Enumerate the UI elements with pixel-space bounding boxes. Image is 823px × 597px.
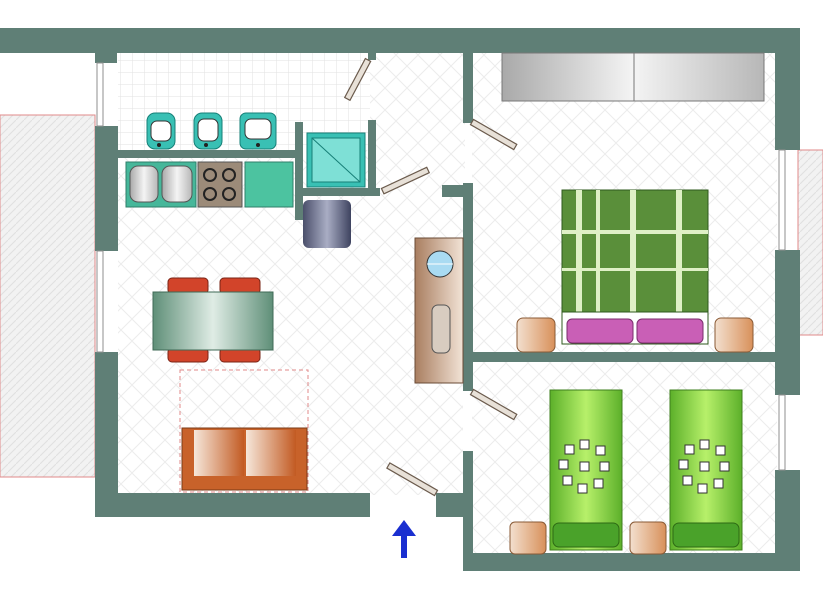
living-sofa: [179, 369, 309, 493]
door-swing-icon: [469, 118, 518, 151]
dining: [152, 277, 274, 363]
hall-seat: [431, 304, 451, 354]
wall-bottom-right: [463, 553, 800, 571]
wall-bottom-left: [95, 493, 370, 517]
dining-table: [152, 291, 274, 351]
terrace-right: [797, 149, 823, 336]
kitchen-counter-wall: [118, 150, 296, 158]
wall-bath-bottom: [295, 188, 380, 196]
bathroom: [303, 132, 366, 248]
stove: [197, 161, 243, 208]
washing-machine: [303, 200, 351, 248]
flower-pattern-icon: [678, 439, 730, 494]
wall-right-mid: [775, 250, 800, 395]
twin-bedroom: [509, 389, 743, 555]
entrance-arrow-icon: [392, 520, 416, 558]
nightstand-left: [516, 317, 556, 353]
washbasin-row: [146, 112, 277, 150]
wall-top: [0, 28, 800, 53]
window-left-mid: [96, 250, 104, 353]
nightstand-twin-left: [509, 521, 547, 555]
rug-outline: [179, 369, 309, 493]
window-right-lower: [778, 394, 786, 471]
door-swing-icon: [386, 462, 439, 497]
door-swing-icon: [343, 57, 372, 102]
kitchen-sink: [125, 161, 197, 208]
nightstand-right: [714, 317, 754, 353]
hallway-floor: [370, 52, 465, 202]
master-bedroom: [501, 52, 765, 353]
kitchen: [125, 112, 294, 208]
walls: [0, 28, 800, 571]
flower-pattern-icon: [558, 439, 610, 494]
door-swing-icon: [380, 166, 431, 195]
single-bed-right: [669, 389, 743, 551]
wall-right-lower: [775, 470, 800, 570]
wall-bedroom-divider: [473, 352, 775, 362]
hallway: [414, 237, 464, 384]
wall-corner-nw: [95, 45, 117, 63]
window-left-top: [96, 62, 104, 127]
windows: [96, 62, 786, 471]
wall-partition-mid: [463, 183, 473, 391]
wall-hall-stub: [442, 185, 467, 197]
wall-right-upper: [775, 45, 800, 150]
single-bed-left: [549, 389, 623, 551]
terrace-left: [0, 114, 96, 478]
window-right-top: [778, 149, 786, 251]
door-swing-icon: [469, 388, 518, 421]
wall-bath-stub: [368, 45, 376, 60]
fridge: [244, 161, 294, 208]
wall-left-upper: [95, 126, 118, 251]
wall-partition-upper: [463, 53, 473, 123]
wall-bath-right: [368, 120, 376, 192]
doors: [343, 57, 518, 497]
wall-partition-lower: [463, 451, 473, 571]
wardrobe: [501, 52, 765, 102]
nightstand-twin-right: [629, 521, 667, 555]
wall-left-lower: [95, 352, 118, 517]
double-bed: [561, 189, 709, 345]
wall-bath-left: [295, 122, 303, 220]
